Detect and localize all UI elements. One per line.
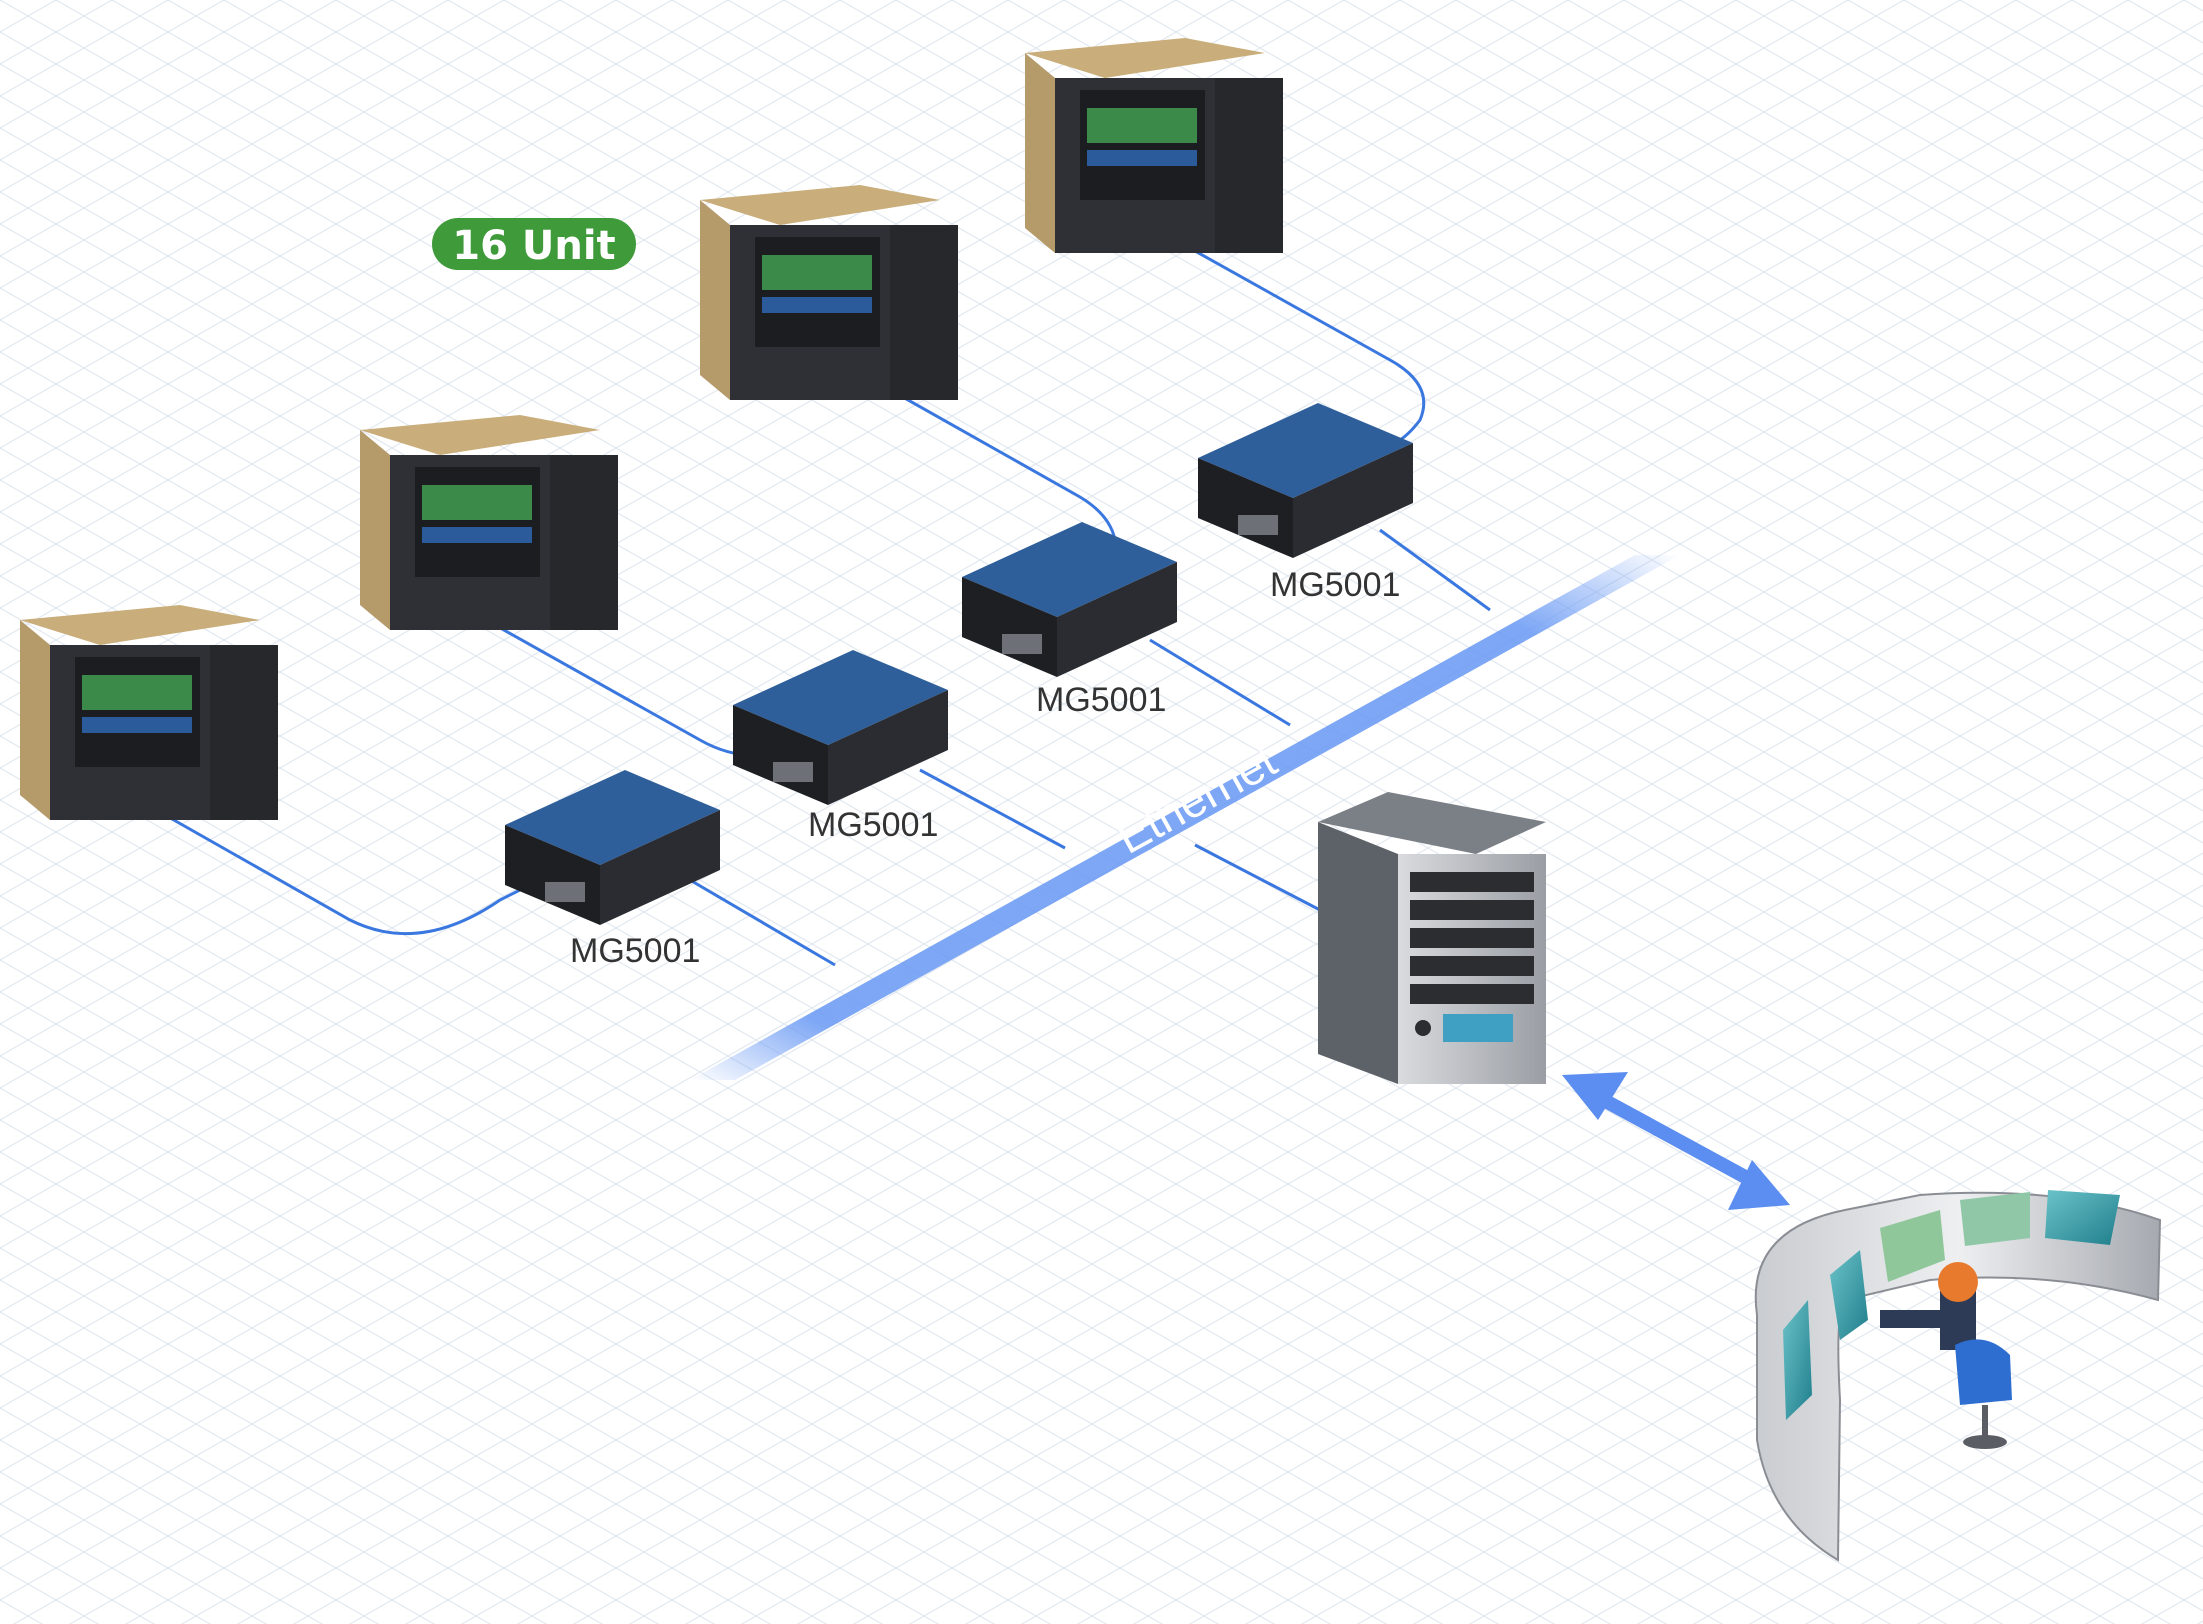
bidirectional-arrow-icon <box>1562 1072 1790 1210</box>
cable <box>689 878 836 967</box>
protection-relay-icon <box>360 415 618 630</box>
gateway-icon <box>733 650 948 805</box>
cable <box>919 768 1066 850</box>
protection-relay-icon <box>700 185 958 400</box>
gateway-label: MG5001 <box>570 932 700 970</box>
cable <box>164 813 541 936</box>
operator-icon <box>1880 1262 2012 1449</box>
gateway-label: MG5001 <box>1036 681 1166 719</box>
gateway-label: MG5001 <box>1270 566 1400 604</box>
cable <box>1379 528 1491 612</box>
gateway-label: MG5001 <box>808 806 938 844</box>
unit-count-label: 16 Unit <box>452 223 615 269</box>
cable <box>1149 638 1291 727</box>
gateway-icon <box>505 770 720 925</box>
cable <box>884 385 1117 541</box>
protection-relay-icon <box>20 605 278 820</box>
server-icon <box>1318 792 1546 1084</box>
protection-relay-icon <box>1025 38 1283 253</box>
cable <box>1194 843 1321 912</box>
gateway-icon <box>1198 403 1413 558</box>
control-room-icon <box>1754 1190 2162 1562</box>
unit-count-badge: 16 Unit <box>432 218 636 270</box>
gateway-icon <box>962 522 1177 677</box>
